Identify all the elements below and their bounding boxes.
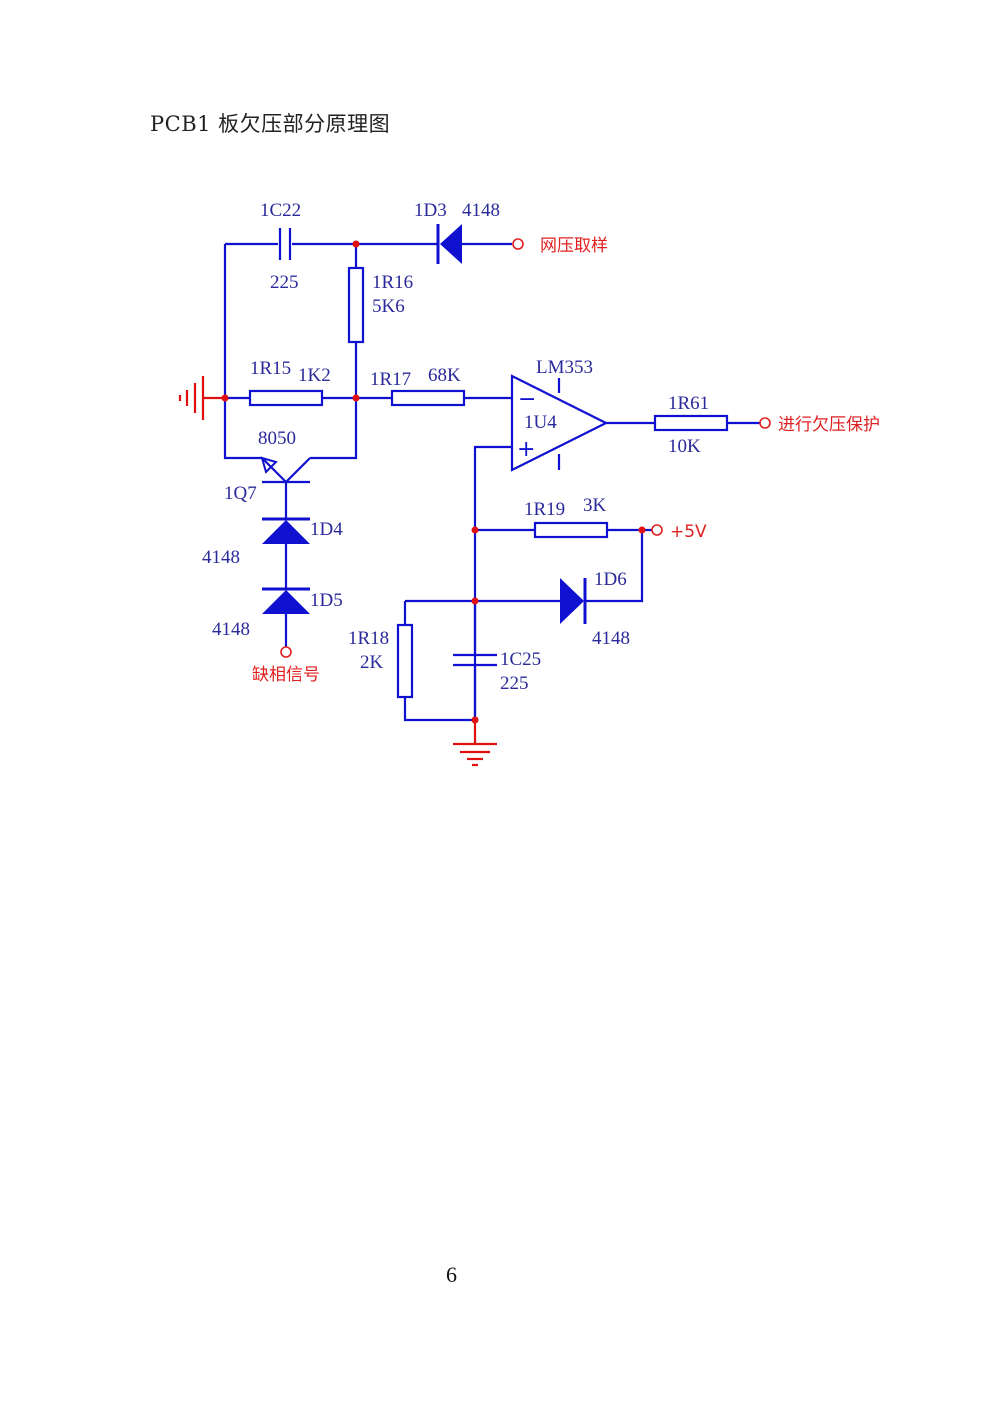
phase-loss-label: 缺相信号 xyxy=(252,665,320,685)
d4-value: 4148 xyxy=(202,547,240,568)
r18-ref: 1R18 xyxy=(348,628,389,649)
r15-ref: 1R15 xyxy=(250,358,291,379)
r17-value: 68K xyxy=(428,365,461,386)
page-number: 6 xyxy=(446,1262,457,1287)
u4-value: LM353 xyxy=(536,357,593,378)
u4-plus-symbol: + xyxy=(517,437,535,462)
d4-ref: 1D4 xyxy=(310,519,343,540)
capacitor-1c22 xyxy=(278,228,292,260)
protect-output-terminal xyxy=(759,417,771,429)
page-title: PCB1 板欠压部分原理图 xyxy=(150,112,391,136)
u4-ref: 1U4 xyxy=(524,412,557,433)
r16-ref: 1R16 xyxy=(372,272,413,293)
c25-ref: 1C25 xyxy=(500,649,541,670)
c22-ref: 1C22 xyxy=(260,200,301,221)
ground-icon xyxy=(453,742,497,767)
d6-value: 4148 xyxy=(592,628,630,649)
junction-dots xyxy=(221,240,646,724)
opamp-1u4 xyxy=(510,374,609,472)
capacitor-1c25 xyxy=(453,653,497,667)
r15-value: 1K2 xyxy=(298,365,331,386)
d3-ref: 1D3 xyxy=(414,200,447,221)
grid-sample-terminal xyxy=(512,238,524,250)
r61-value: 10K xyxy=(668,436,701,457)
resistor-1r18 xyxy=(396,623,414,699)
diode-1d3 xyxy=(436,224,462,264)
resistor-1r17 xyxy=(390,389,466,407)
phase-loss-terminal xyxy=(280,646,292,658)
resistor-1r15 xyxy=(248,389,324,407)
c22-value: 225 xyxy=(270,272,299,293)
resistor-1r19 xyxy=(533,521,609,539)
c25-value: 225 xyxy=(500,673,529,694)
q7-ref: 1Q7 xyxy=(224,483,257,504)
d5-ref: 1D5 xyxy=(310,590,343,611)
diode-1d5 xyxy=(262,587,310,614)
r16-value: 5K6 xyxy=(372,296,405,317)
chassis-ground-icon xyxy=(178,376,225,420)
resistor-1r61 xyxy=(653,414,729,432)
diode-1d4 xyxy=(262,517,310,544)
transistor-1q7 xyxy=(260,456,311,483)
u4-minus-symbol: − xyxy=(518,387,536,412)
d6-ref: 1D6 xyxy=(594,569,627,590)
r17-ref: 1R17 xyxy=(370,369,411,390)
r61-ref: 1R61 xyxy=(668,393,709,414)
undervoltage-protect-label: 进行欠压保护 xyxy=(778,415,880,435)
vcc-label: +5V xyxy=(670,522,707,542)
r19-value: 3K xyxy=(583,495,607,516)
resistor-1r16 xyxy=(347,266,365,344)
wires xyxy=(223,242,760,744)
q7-value: 8050 xyxy=(258,428,296,449)
vcc-terminal xyxy=(651,524,663,536)
d5-value: 4148 xyxy=(212,619,250,640)
r18-value: 2K xyxy=(360,652,384,673)
d3-value: 4148 xyxy=(462,200,500,221)
grid-sample-label: 网压取样 xyxy=(540,236,608,256)
r19-ref: 1R19 xyxy=(524,499,565,520)
diode-1d6 xyxy=(560,578,587,624)
